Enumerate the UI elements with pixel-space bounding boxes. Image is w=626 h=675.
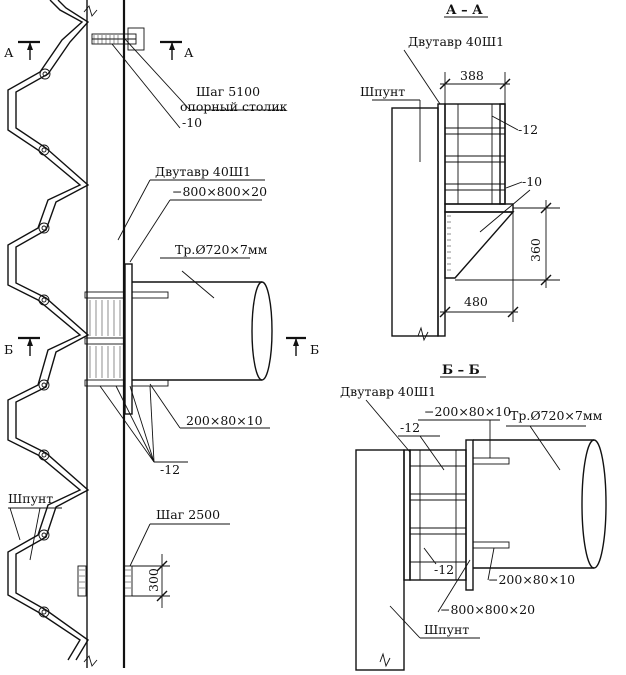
pipe-label-b: Тр.Ø720×7мм [510,408,603,423]
rib-bottom-label-b: −200×80×10 [488,572,575,587]
section-b-marker-right: Б [286,336,319,357]
plate-12-label: -12 [160,462,180,477]
leader-plate-10 [111,43,181,129]
leader-sheet-pile-b [389,605,421,639]
leader-plate-800-b [437,559,471,613]
beam-label-b: Двутавр 40Ш1 [340,384,436,399]
lower-bracket-right [123,565,133,597]
plate-12-label-a: -12 [518,122,538,137]
section-a-marker-right: А [160,40,194,60]
leader-plate-10-a [505,181,523,189]
section-b-right-label: Б [310,342,319,357]
column-beam [83,0,126,668]
section-a-title: А – А [446,3,483,18]
plate-800-label: −800×800×20 [172,184,267,199]
rib-top-label-b: −200×80×10 [424,404,511,419]
beam-section-a [444,103,506,205]
sheet-pile-wall [7,0,90,661]
leader-rib [149,383,181,429]
base-plate-800 [124,263,133,415]
dimension-480: 480 [439,212,519,322]
step-2500-label: Шаг 2500 [156,507,220,522]
dim-480-label: 480 [464,294,488,309]
dimension-360: 360 [455,200,560,288]
beam-label-a: Двутавр 40Ш1 [408,34,504,49]
leader-plate-12-a [491,115,519,131]
dimension-388: 388 [439,68,511,104]
leader-beam [117,179,151,241]
dimension-300: 300 [132,554,170,608]
section-b-left-label: Б [4,342,13,357]
rib-top-b [472,457,510,465]
pipe-label: Тр.Ø720×7мм [175,242,268,257]
section-a-marker-left: А [4,40,40,60]
leader-beam-b [365,399,411,453]
section-a-left-label: А [4,45,14,60]
leader-plate-12-fan [99,385,188,463]
dim-388-label: 388 [460,68,484,83]
pipe-section-b [473,439,607,569]
plate-800-label-b: −800×800×20 [440,602,535,617]
sheet-pile-label-a: Шпунт [360,84,405,99]
step-5100-label: Шаг 5100 [196,84,260,99]
plate-10-label: -10 [182,115,202,130]
sheet-pile-label-b: Шпунт [424,622,469,637]
section-b-title: Б – Б [442,363,480,378]
section-b-marker-left: Б [4,336,40,357]
leader-step-2500 [129,523,151,567]
beam-label: Двутавр 40Ш1 [155,164,251,179]
plate-12-top-label-b: -12 [400,420,420,435]
sheet-pile-block-b [355,449,405,671]
section-a-right-label: А [184,45,194,60]
rib-bottom-b [472,541,510,549]
section-a-view: А – А Шпунт Двутавр 40Ш1 [360,3,560,342]
leader-beam-a [403,49,441,105]
rib-200-label: 200×80×10 [186,413,263,428]
sheet-pile-block-a [391,107,439,337]
section-b-view: Б – Б Шпунт [340,363,607,671]
beam-section-b [409,449,467,581]
leader-step-5100 [123,37,191,111]
base-plate-b [465,439,474,591]
beam-flange-a [437,103,446,337]
leader-plate-12-bottom-b [423,547,437,565]
support-table-top [91,27,145,51]
plate-10-label-a: -10 [522,174,542,189]
leader-rib-bottom-b [487,547,495,581]
pipe-elevation: Тр.Ø720×7мм [132,242,273,381]
support-table-a [444,203,515,279]
left-elevation-view: А А Шаг 5100 опорный столик -10 Двутавр … [4,0,319,668]
leader-plate-800 [129,199,171,263]
dim-360-label: 360 [528,238,543,262]
plate-12-bottom-label-b: -12 [434,562,454,577]
stiffener-ribs-left [84,291,169,387]
support-table-label: опорный столик [180,99,288,114]
dim-300-label: 300 [146,568,161,592]
sheet-pile-label: Шпунт [8,491,53,506]
beam-flange-b [403,449,411,581]
lower-bracket-left [77,565,87,597]
